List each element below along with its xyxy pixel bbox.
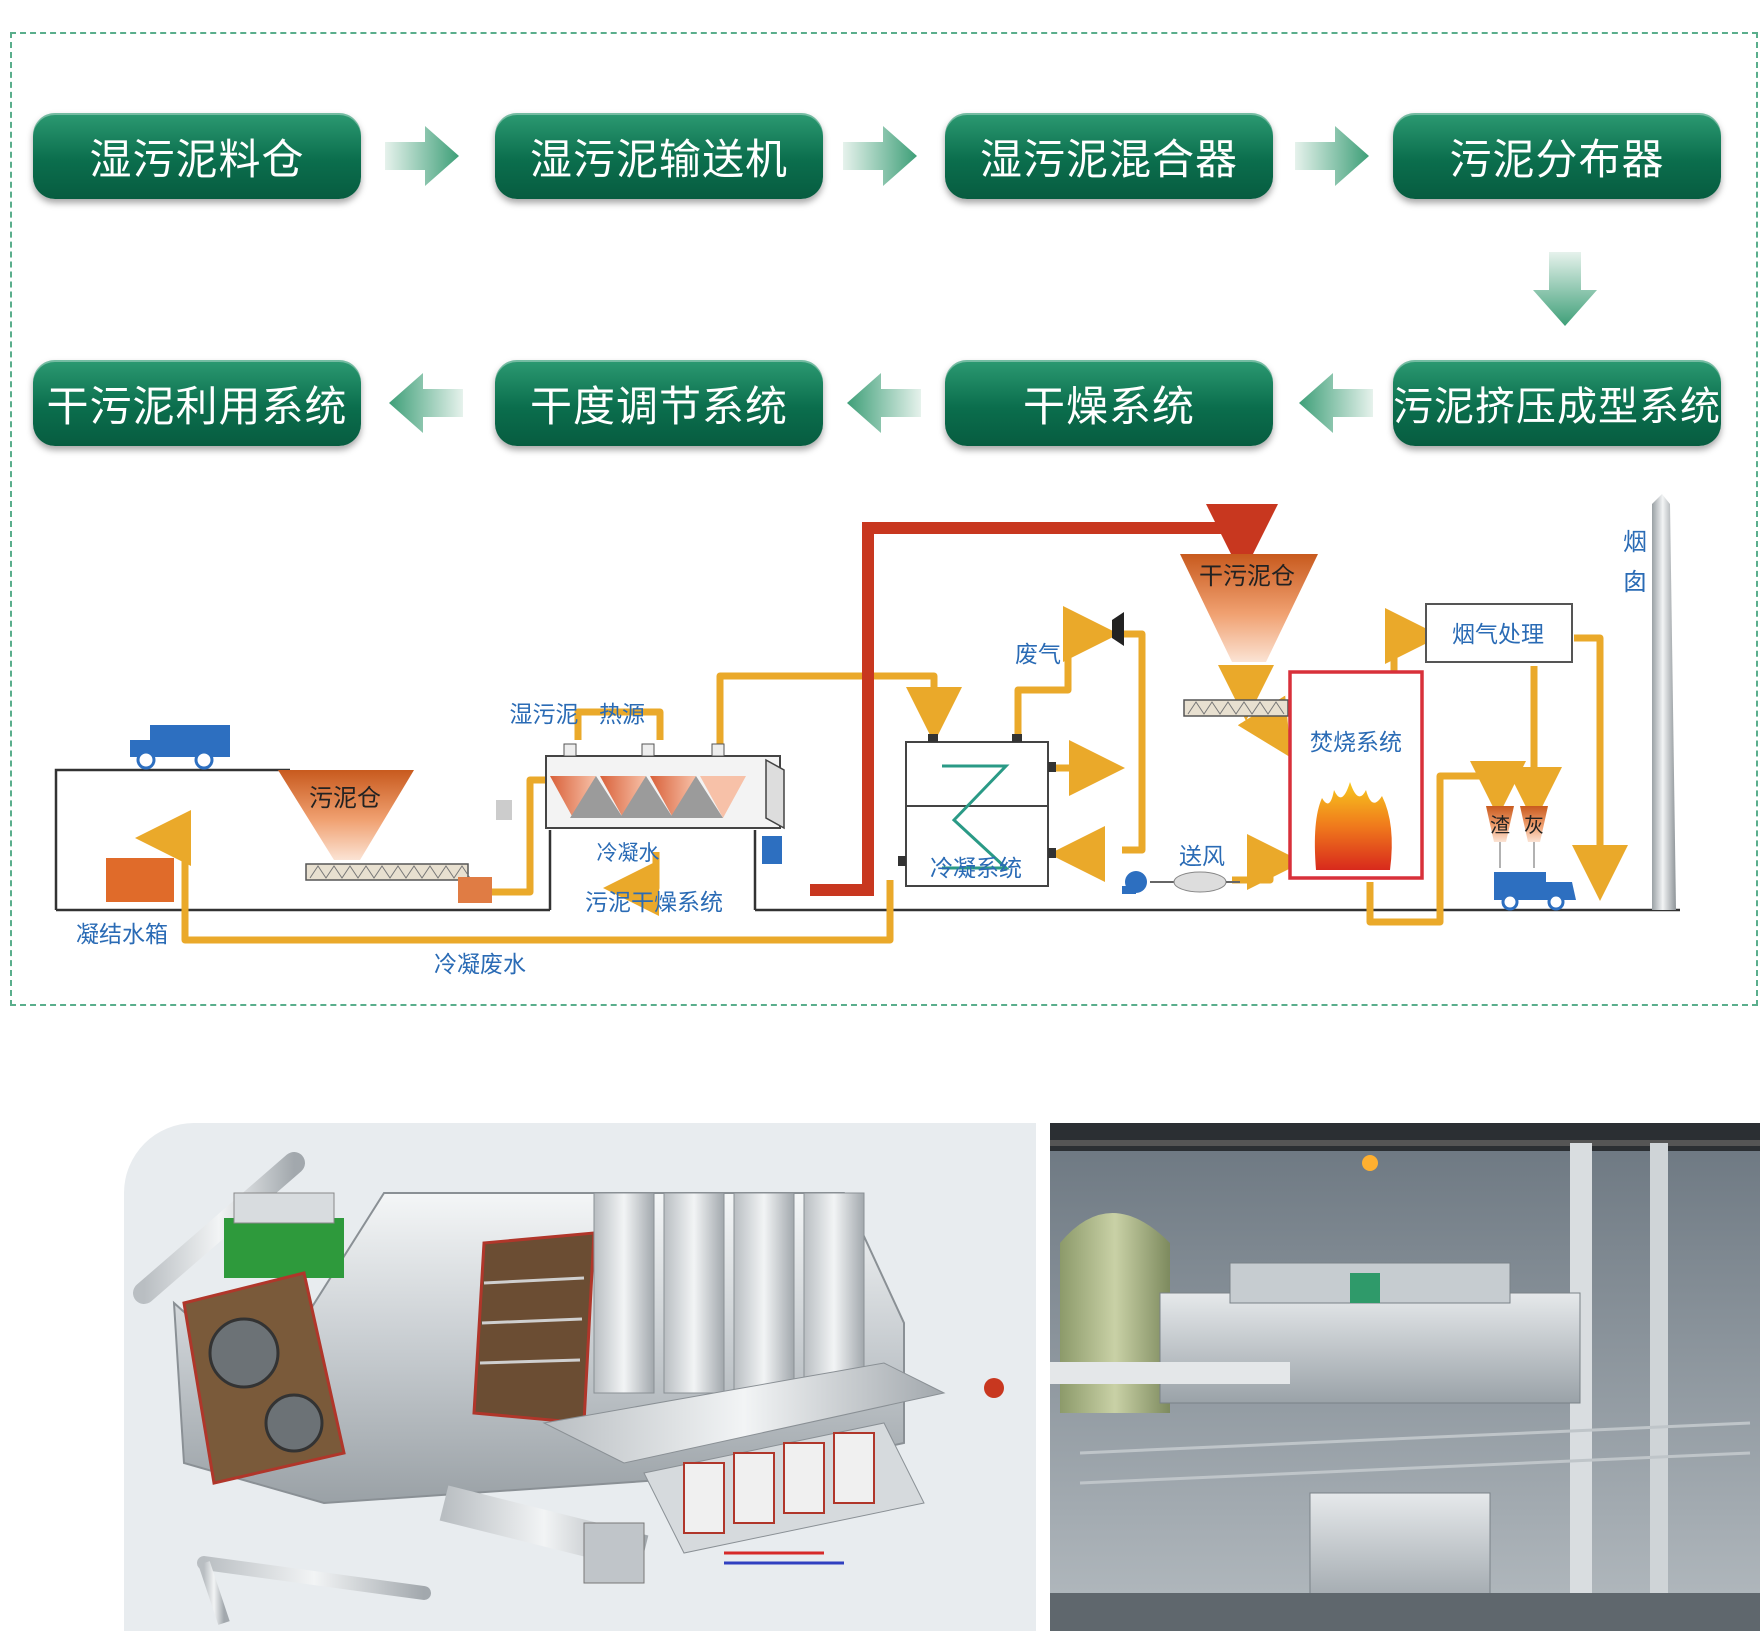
arrow-down-icon — [1533, 252, 1597, 326]
arrow-left-icon — [1299, 373, 1373, 433]
ash-label: 灰 — [1524, 813, 1544, 837]
exhaust-gas-label: 废气 — [1015, 642, 1061, 668]
step-wet-sludge-mixer: 湿污泥混合器 — [945, 113, 1273, 199]
valve-icon — [1112, 612, 1124, 646]
wet-sludge-label: 湿污泥 — [510, 702, 579, 728]
truck-icon — [130, 725, 230, 770]
fire-icon — [1314, 782, 1392, 870]
condenser-system-label: 冷凝系统 — [930, 856, 1022, 882]
step-wet-sludge-conveyor: 湿污泥输送机 — [495, 113, 823, 199]
dry-sludge-bin-label: 干污泥仓 — [1199, 562, 1295, 590]
arrow-left-icon — [389, 373, 463, 433]
chimney-label-1: 烟 — [1623, 528, 1647, 556]
air-supply-label: 送风 — [1179, 844, 1225, 870]
sludge-bin-label: 污泥仓 — [309, 784, 381, 812]
building-outline — [54, 768, 290, 910]
arrow-right-icon — [385, 126, 459, 186]
arrow-left-icon — [847, 373, 921, 433]
flue-gas-treatment-label: 烟气处理 — [1452, 622, 1544, 648]
step-wet-sludge-bin: 湿污泥料仓 — [33, 113, 361, 199]
incineration-system-label: 焚烧系统 — [1310, 730, 1402, 756]
step-drying-system: 干燥系统 — [945, 360, 1273, 446]
process-diagram: 污泥仓 凝结水箱 — [54, 494, 1680, 978]
step-dryness-regulation: 干度调节系统 — [495, 360, 823, 446]
ash-hopper — [1520, 806, 1548, 842]
plant-photo — [1050, 1123, 1760, 1631]
slag-label: 渣 — [1490, 813, 1510, 837]
condensate-tank-label: 凝结水箱 — [76, 922, 168, 948]
dashed-frame — [10, 32, 1758, 1006]
dryer-cutaway-illustration — [124, 1123, 1036, 1631]
condensate-water-label: 冷凝水 — [597, 841, 660, 865]
sludge-dryer — [496, 743, 785, 864]
condensate-wastewater-label: 冷凝废水 — [434, 952, 526, 978]
truck-icon — [1494, 872, 1576, 911]
heat-source-label: 热源 — [599, 702, 645, 728]
heat-pipe — [810, 504, 1278, 896]
condensate-tank — [106, 858, 174, 902]
condenser — [898, 734, 1056, 887]
drying-system-label: 污泥干燥系统 — [585, 890, 723, 916]
arrow-right-icon — [843, 126, 917, 186]
sludge-bin-hopper — [278, 770, 414, 860]
blower-icon — [1122, 871, 1240, 894]
step-dry-sludge-utilization: 干污泥利用系统 — [33, 360, 361, 446]
step-sludge-distributor: 污泥分布器 — [1393, 113, 1721, 199]
arrow-right-icon — [1295, 126, 1369, 186]
step-extrusion-molding: 污泥挤压成型系统 — [1393, 360, 1721, 446]
flue-gas-treatment-box — [1425, 603, 1573, 663]
pump-box — [458, 877, 492, 903]
screw-conveyor — [305, 863, 469, 881]
chimney — [1652, 494, 1676, 910]
dry-sludge-bin-hopper — [1180, 554, 1318, 662]
chimney-label-2: 囱 — [1623, 568, 1647, 596]
dry-screw-conveyor — [1183, 699, 1289, 717]
slag-hopper — [1486, 806, 1514, 842]
